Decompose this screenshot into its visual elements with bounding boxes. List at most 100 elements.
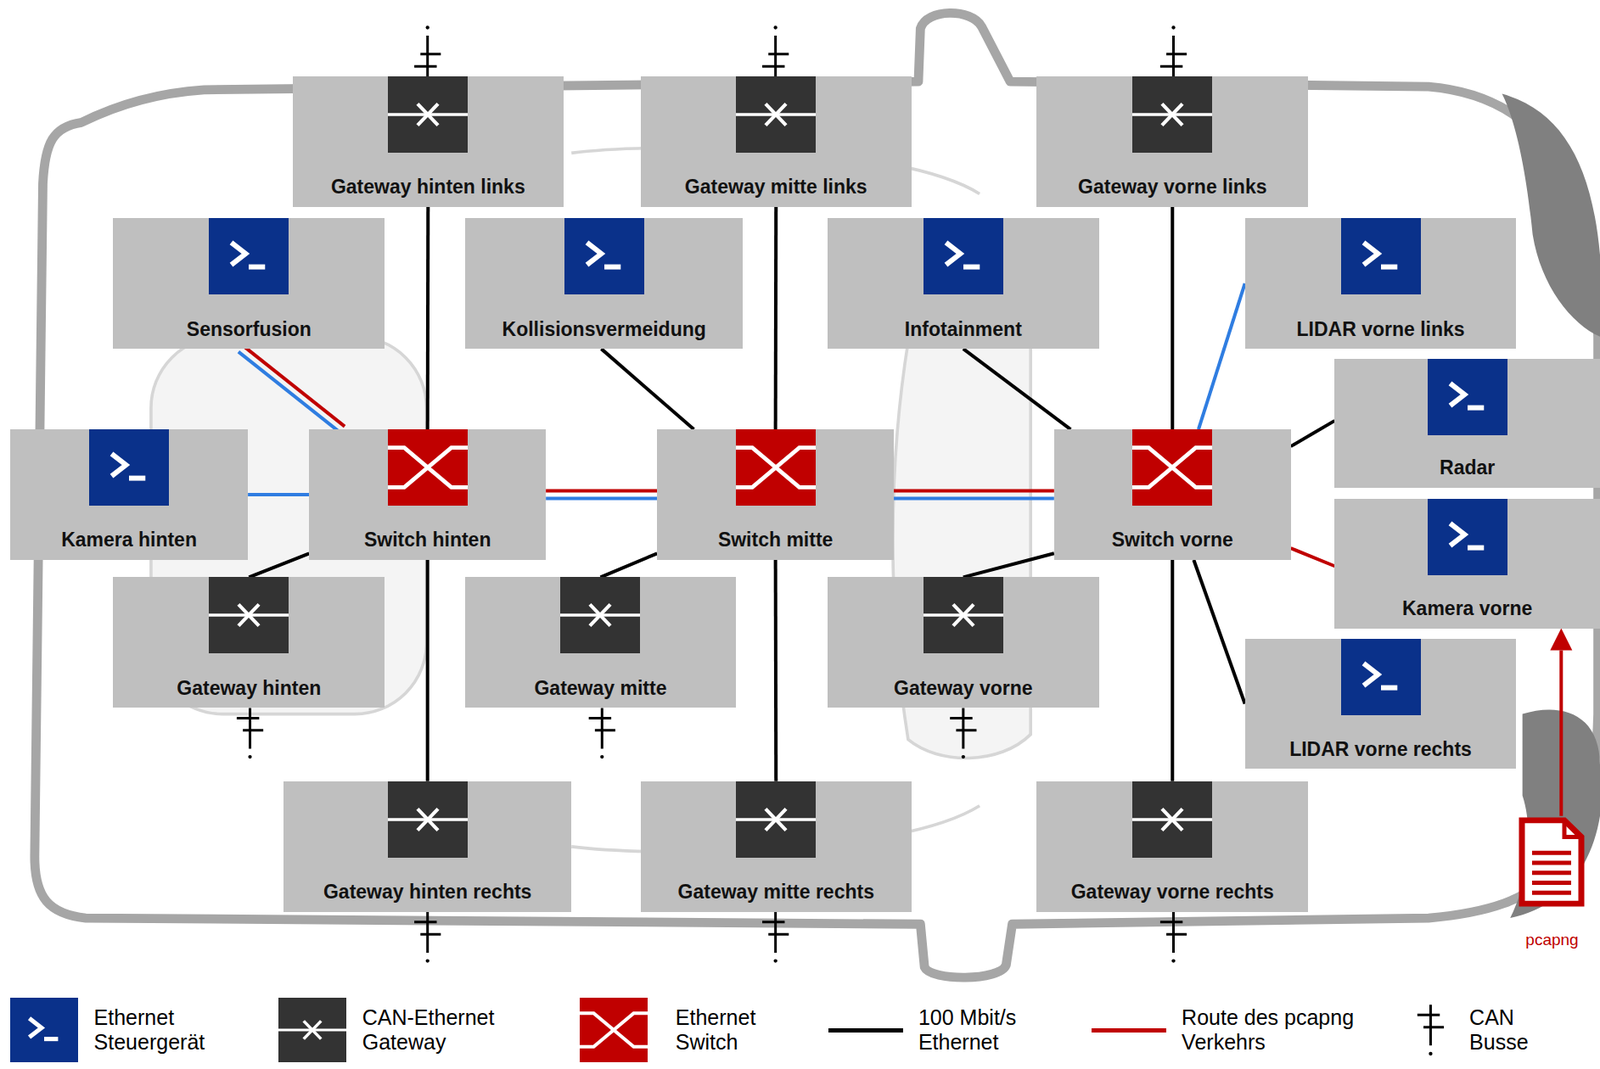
- sw-icon-svg: [735, 429, 816, 506]
- gw-icon: [387, 781, 468, 859]
- icon-part: [945, 242, 960, 265]
- icon-part: [1564, 820, 1582, 838]
- ethernet-line: [600, 553, 657, 578]
- ethernet-link: [1198, 283, 1246, 430]
- icon-part: [303, 1021, 322, 1040]
- legend-label: CAN-Ethernet Gateway: [362, 1005, 503, 1056]
- ecu-box: LIDAR vorne links: [1245, 218, 1517, 349]
- icon-part: [735, 429, 816, 506]
- icon-part: [129, 476, 146, 482]
- ethernet-line: [963, 348, 1072, 430]
- node-label: Gateway hinten links: [331, 175, 526, 200]
- icon-part: [1363, 662, 1378, 685]
- gateway-box: Gateway vorne: [827, 577, 1100, 708]
- gw-icon-svg: [735, 76, 816, 153]
- ethernet-line: [774, 560, 779, 782]
- icon-part: [44, 1037, 58, 1042]
- sw-icon: [387, 429, 468, 506]
- icon-part: [735, 76, 816, 153]
- icon-part: [604, 264, 621, 270]
- icon-part: [1363, 242, 1378, 265]
- gateway-box: Gateway vorne links: [1036, 76, 1309, 208]
- ecu-box: Infotainment: [827, 218, 1100, 349]
- icon-part: [963, 264, 980, 270]
- ethernet-link: [248, 553, 309, 578]
- gateway-box: Gateway hinten links: [292, 76, 564, 208]
- ecu-icon-svg: [208, 218, 289, 295]
- ecu-box: Kollisionsvermeidung: [465, 218, 743, 349]
- legend-label: Ethernet Switch: [675, 1005, 770, 1056]
- gw-icon: [735, 781, 816, 859]
- node-label: Gateway vorne rechts: [1071, 881, 1275, 905]
- icon-part: [1427, 359, 1508, 436]
- icon-part: [735, 448, 816, 489]
- gateway-box: Gateway vorne rechts: [1036, 781, 1309, 913]
- node-label: Gateway mitte: [533, 677, 667, 702]
- icon-part: [1532, 853, 1572, 893]
- doc-icon: [1517, 816, 1586, 909]
- icon-part: [1381, 264, 1398, 270]
- legend-item: 100 Mbit/s Ethernet: [918, 1005, 1046, 1056]
- icon-part: [1341, 639, 1421, 716]
- ecu-icon: [923, 218, 1004, 295]
- ethernet-line: [600, 348, 694, 430]
- gateway-box: Gateway hinten rechts: [283, 781, 572, 913]
- icon-part: [112, 454, 127, 477]
- legend-item: Ethernet Switch: [675, 1005, 770, 1056]
- sw-icon: [1132, 429, 1213, 506]
- icon-part: [1132, 429, 1213, 506]
- icon-part: [589, 605, 611, 627]
- ecu-box: LIDAR vorne rechts: [1245, 639, 1517, 770]
- node-label: Kamera vorne: [1402, 597, 1533, 622]
- gw-icon: [735, 76, 816, 153]
- gateway-box: Gateway mitte links: [640, 76, 912, 208]
- icon-part: [387, 448, 468, 489]
- gw-icon-svg: [1132, 76, 1213, 153]
- node-label: pcapng: [1525, 931, 1578, 951]
- ethernet-line: [248, 553, 309, 578]
- ethernet-line: [247, 493, 309, 497]
- icon-part: [1449, 383, 1465, 406]
- ecu-icon-svg: [1427, 499, 1508, 576]
- icon-part: [953, 605, 974, 627]
- ethernet-link: [600, 553, 657, 578]
- ethernet-line: [1198, 283, 1246, 430]
- icon-part: [1132, 781, 1213, 859]
- legend-ecu-icon: [10, 998, 79, 1063]
- icon-part: [560, 577, 640, 654]
- icon-part: [417, 104, 438, 126]
- ecu-box: Kamera vorne: [1334, 499, 1600, 629]
- gw-icon: [923, 577, 1004, 654]
- icon-part: [208, 577, 289, 654]
- node-label: Radar: [1439, 456, 1495, 481]
- ethernet-link: [893, 491, 1055, 500]
- ethernet-line: [1170, 207, 1174, 430]
- node-label: LIDAR vorne rechts: [1289, 738, 1472, 763]
- icon-part: [765, 808, 786, 831]
- legend-ecu-icon-svg: [10, 998, 79, 1063]
- ecu-icon: [1341, 639, 1421, 716]
- icon-part: [238, 605, 259, 627]
- ethernet-line: [893, 497, 1055, 501]
- icon-part: [417, 808, 438, 831]
- gateway-box: Gateway hinten: [112, 577, 385, 708]
- legend-label: Route des pcapng Verkehrs: [1181, 1005, 1356, 1056]
- document-node: pcapng: [1505, 816, 1598, 955]
- ethernet-link: [1291, 548, 1336, 567]
- icon-part: [1341, 218, 1421, 295]
- legend-label: Ethernet Steuergerät: [94, 1005, 214, 1056]
- ecu-icon: [1427, 359, 1508, 436]
- pcapng-route-line: [243, 346, 346, 427]
- ethernet-line: [1170, 560, 1174, 782]
- icon-part: [923, 577, 1004, 654]
- icon-part: [387, 76, 468, 153]
- icon-part: [278, 998, 347, 1063]
- arrow-head: [1549, 628, 1572, 652]
- icon-part: [1449, 523, 1465, 546]
- gw-icon: [387, 76, 468, 153]
- ethernet-line: [774, 207, 779, 430]
- ethernet-line: [1559, 651, 1563, 817]
- icon-part: [29, 1019, 42, 1039]
- ethernet-line: [545, 497, 657, 501]
